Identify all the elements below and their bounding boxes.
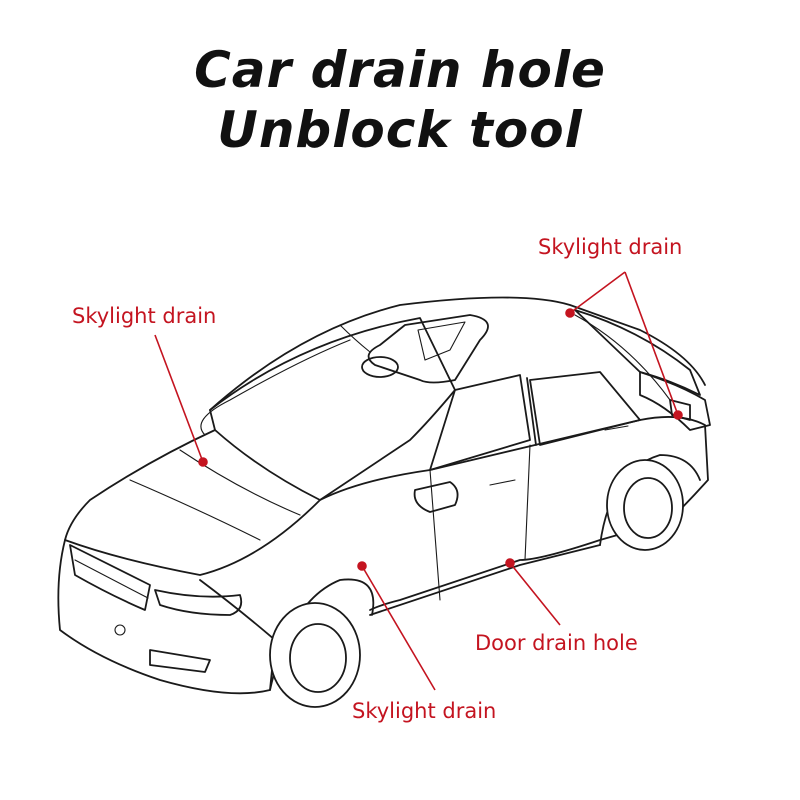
roof-detail xyxy=(339,324,371,353)
side-mirror xyxy=(413,481,459,513)
front-bumper xyxy=(57,539,276,695)
windshield xyxy=(209,317,456,501)
window-pillar xyxy=(526,377,537,446)
door-handle-front xyxy=(489,479,516,486)
leader-door-drain xyxy=(509,562,561,626)
callout-skylight-drain-front: Skylight drain xyxy=(72,304,217,328)
sunroof-inner xyxy=(417,321,466,361)
rear-glass xyxy=(574,309,701,396)
hood xyxy=(64,429,321,576)
fog-light xyxy=(149,649,211,673)
roof-badge xyxy=(361,356,399,378)
leader-skylight-rear-a xyxy=(569,271,626,314)
callout-skylight-drain-door: Skylight drain xyxy=(352,699,497,723)
sunroof-panel xyxy=(367,314,489,384)
door-handle-rear xyxy=(604,425,629,431)
hood-crease-2 xyxy=(179,449,301,516)
title-line-2: Unblock tool xyxy=(217,101,583,159)
leader-skylight-rear-b xyxy=(624,271,679,416)
front-side-window xyxy=(429,374,531,471)
dot-skylight-rear-a xyxy=(565,308,575,318)
headlight xyxy=(154,589,243,616)
rear-side-window xyxy=(529,371,641,446)
leader-skylight-door xyxy=(361,565,436,691)
grille-bar xyxy=(74,559,149,599)
door-line-rear xyxy=(524,444,531,561)
dot-skylight-door xyxy=(357,561,367,571)
drain-tube-front xyxy=(200,339,351,436)
tail-light xyxy=(669,399,691,421)
drain-tube-rear xyxy=(574,314,671,401)
callout-door-drain-hole: Door drain hole xyxy=(475,631,638,655)
dot-door-drain xyxy=(505,558,515,568)
rear-wheel-rim xyxy=(623,477,673,539)
leader-skylight-front xyxy=(154,334,204,463)
car-line-drawing xyxy=(57,296,711,708)
sill-line xyxy=(369,544,601,616)
dot-skylight-front xyxy=(198,457,208,467)
title-line-1: Car drain hole xyxy=(194,41,606,99)
body-side xyxy=(319,416,709,611)
front-emblem xyxy=(114,624,126,636)
callout-skylight-drain-rear: Skylight drain xyxy=(538,235,683,259)
page-title: Car drain hole Unblock tool xyxy=(0,40,800,160)
rear-wheel-tire xyxy=(606,459,684,551)
car-roof xyxy=(209,296,706,411)
dot-skylight-rear-b xyxy=(673,410,683,420)
callout-leaders xyxy=(154,271,683,691)
door-line-front xyxy=(429,469,441,601)
front-wheel-rim xyxy=(289,623,347,693)
hood-crease xyxy=(129,479,261,541)
